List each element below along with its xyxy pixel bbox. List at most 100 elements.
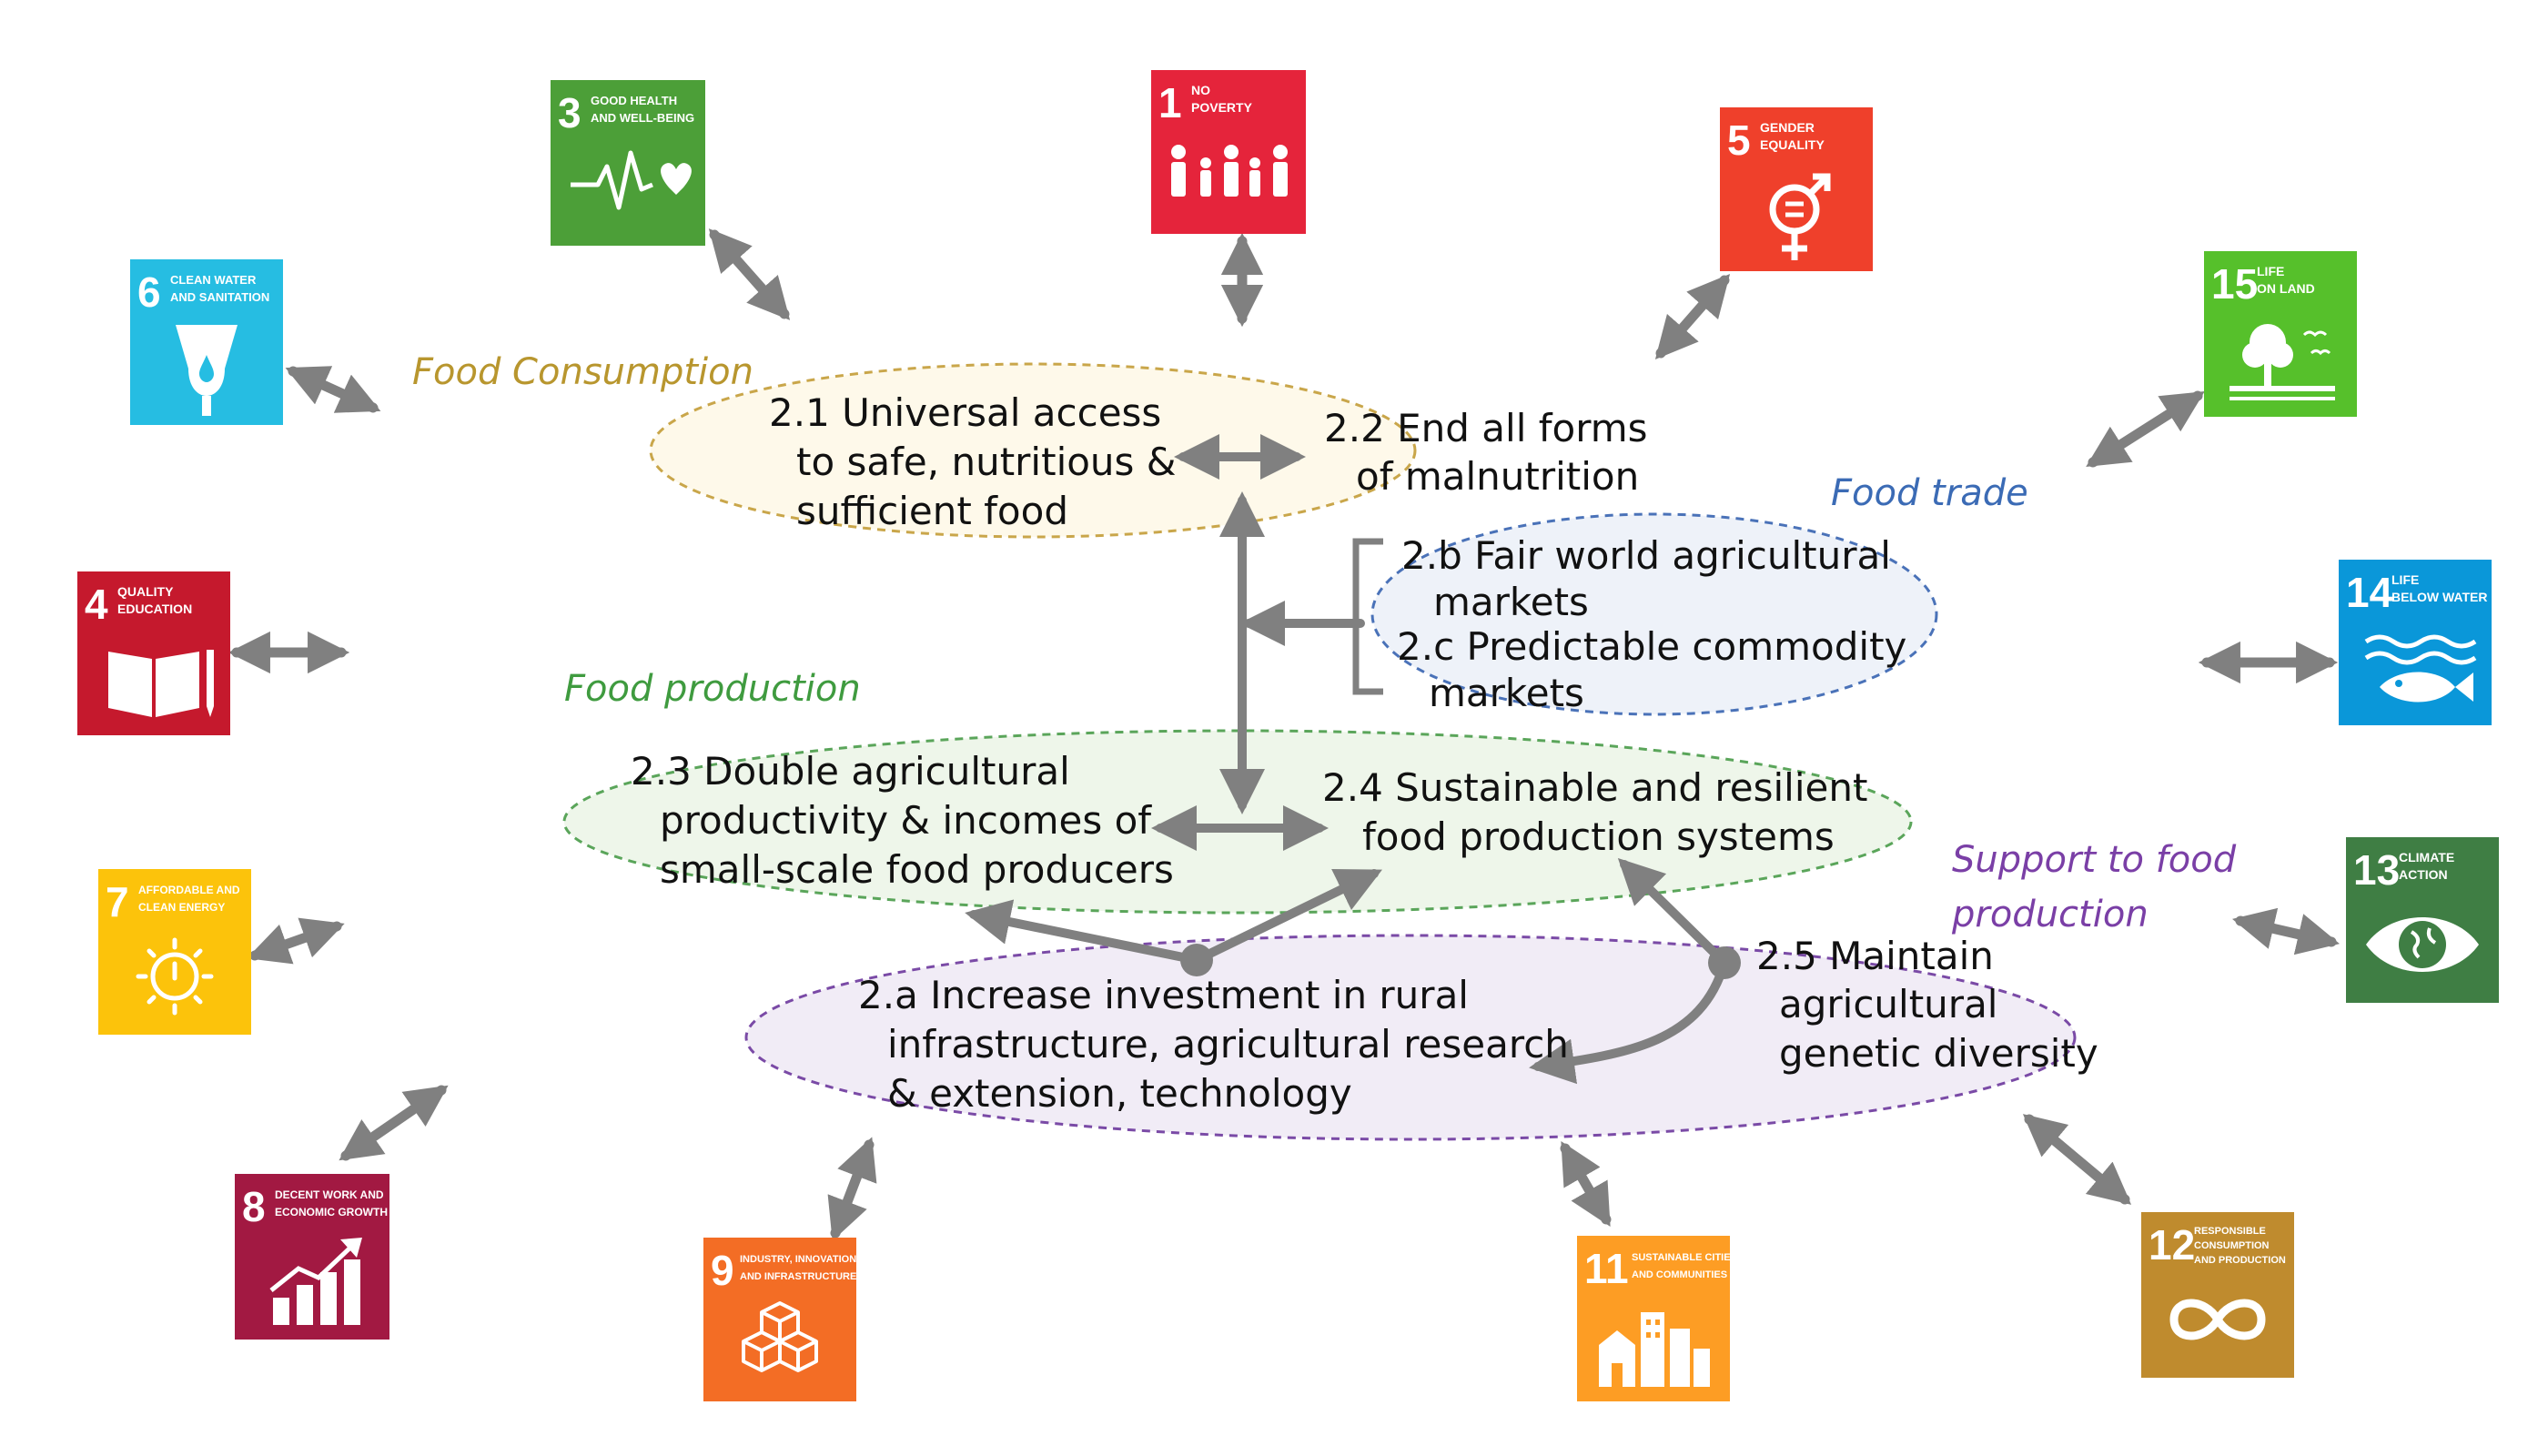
sdg5-tile: 5 GENDER EQUALITY bbox=[1720, 107, 1873, 271]
sdg8-label-line1: DECENT WORK AND bbox=[275, 1188, 384, 1201]
trade-bracket bbox=[1352, 538, 1383, 695]
eye-globe-icon bbox=[2366, 917, 2479, 972]
label-food-trade: Food trade bbox=[1831, 472, 2028, 514]
sdg14-tile: 14 LIFE BELOW WATER bbox=[2339, 560, 2492, 725]
sdg7-label-line2: CLEAN ENERGY bbox=[138, 901, 225, 914]
sdg3-tile: 3 GOOD HEALTH AND WELL-BEING bbox=[551, 80, 705, 246]
target-2-a-line2: infrastructure, agricultural research bbox=[887, 1022, 1569, 1067]
arrow-2-5-to-2a bbox=[1529, 958, 1729, 1085]
sdg8-label-line2: ECONOMIC GROWTH bbox=[275, 1206, 388, 1218]
node-2-5 bbox=[1708, 946, 1741, 979]
target-2-c-line2: markets bbox=[1429, 671, 1584, 715]
sdg7-label-line1: AFFORDABLE AND bbox=[138, 884, 240, 896]
sdg13-label-line1: CLIMATE bbox=[2399, 850, 2454, 864]
target-2-5: 2.5 Maintain agricultural genetic divers… bbox=[1756, 934, 2098, 1076]
sdg11-label-line2: AND COMMUNITIES bbox=[1632, 1269, 1727, 1280]
target-2-b: 2.b Fair world agricultural markets bbox=[1401, 533, 1891, 624]
target-2-4: 2.4 Sustainable and resilient food produ… bbox=[1322, 765, 1867, 859]
arrow-sdg9 bbox=[827, 1137, 877, 1241]
arrow-sdg12 bbox=[2022, 1114, 2132, 1205]
target-2-3-line3: small-scale food producers bbox=[660, 847, 1174, 892]
label-support-line1: Support to food bbox=[1952, 839, 2237, 881]
sdg3-label-line2: AND WELL-BEING bbox=[591, 111, 694, 125]
fish-icon bbox=[2364, 634, 2477, 703]
target-2-3: 2.3 Double agricultural productivity & i… bbox=[631, 749, 1174, 892]
sdg6-tile: 6 CLEAN WATER AND SANITATION bbox=[130, 259, 283, 425]
sdg15-number: 15 bbox=[2211, 260, 2258, 308]
target-2-2-line1: 2.2 End all forms bbox=[1324, 406, 1648, 450]
label-support-line2: production bbox=[1951, 894, 2149, 935]
sdg13-tile: 13 CLIMATE ACTION bbox=[2346, 837, 2499, 1003]
heartbeat-icon bbox=[571, 150, 692, 210]
sdg7-tile: 7 AFFORDABLE AND CLEAN ENERGY bbox=[98, 869, 251, 1035]
sdg12-label-line1: RESPONSIBLE bbox=[2194, 1226, 2266, 1237]
sdg4-tile: 4 QUALITY EDUCATION bbox=[77, 571, 230, 735]
sdg4-background bbox=[77, 571, 230, 735]
arrow-2a-to-2-4 bbox=[1192, 869, 1382, 965]
node-2a bbox=[1180, 944, 1213, 976]
arrow-2-5-to-2-4 bbox=[1617, 857, 1729, 967]
sdg9-label-line2: AND INFRASTRUCTURE bbox=[740, 1271, 856, 1282]
sdg15-label-line2: ON LAND bbox=[2257, 281, 2315, 296]
sdg6-label-line1: CLEAN WATER bbox=[170, 273, 257, 287]
sdg12-number: 12 bbox=[2149, 1221, 2195, 1269]
sdg6-number: 6 bbox=[137, 268, 161, 316]
growth-chart-icon bbox=[269, 1238, 362, 1325]
sdg5-label-line1: GENDER bbox=[1760, 120, 1815, 135]
sdg3-number: 3 bbox=[558, 89, 581, 136]
target-2-5-line3: genetic diversity bbox=[1779, 1031, 2098, 1076]
sdg8-tile: 8 DECENT WORK AND ECONOMIC GROWTH bbox=[235, 1174, 389, 1340]
internal-arrows bbox=[965, 434, 1729, 1085]
support-cluster bbox=[744, 934, 2077, 1141]
sdg4-label-line2: EDUCATION bbox=[117, 602, 192, 616]
arrow-sdg13 bbox=[2231, 907, 2341, 956]
target-2-c: 2.c Predictable commodity markets bbox=[1397, 624, 1906, 715]
sdg1-label-line2: POVERTY bbox=[1191, 100, 1253, 115]
tree-birds-icon bbox=[2230, 324, 2335, 400]
sdg7-number: 7 bbox=[106, 878, 129, 925]
sdg12-label-line2: CONSUMPTION bbox=[2194, 1240, 2270, 1251]
sdg14-label-line1: LIFE bbox=[2391, 572, 2419, 587]
target-2-4-line2: food production systems bbox=[1362, 814, 1835, 859]
sdg11-tile: 11 SUSTAINABLE CITIES AND COMMUNITIES bbox=[1577, 1236, 1737, 1401]
sdg5-number: 5 bbox=[1727, 116, 1751, 164]
sdg1-tile: 1 NO POVERTY bbox=[1151, 70, 1306, 234]
water-drop-icon bbox=[176, 325, 238, 416]
infinity-icon bbox=[2169, 1299, 2266, 1340]
sdg8-number: 8 bbox=[242, 1183, 266, 1230]
book-icon bbox=[108, 650, 214, 717]
target-2-2-line2: of malnutrition bbox=[1356, 454, 1639, 499]
target-2-2: 2.2 End all forms of malnutrition bbox=[1324, 406, 1648, 499]
sdg14-number: 14 bbox=[2346, 569, 2393, 616]
gender-icon bbox=[1769, 173, 1831, 260]
target-2-1-line1: 2.1 Universal access bbox=[769, 390, 1161, 435]
trade-cluster bbox=[1370, 512, 1938, 716]
target-2-1-line3: sufficient food bbox=[796, 489, 1068, 533]
sun-power-icon bbox=[136, 937, 214, 1016]
sdg13-label-line2: ACTION bbox=[2399, 867, 2448, 882]
target-2-4-line1: 2.4 Sustainable and resilient bbox=[1322, 765, 1867, 810]
target-2-a-line3: & extension, technology bbox=[887, 1071, 1352, 1116]
cubes-icon bbox=[742, 1301, 818, 1372]
sdg11-label-line1: SUSTAINABLE CITIES bbox=[1632, 1252, 1737, 1263]
sdg14-label-line2: BELOW WATER bbox=[2391, 590, 2488, 604]
sdg3-label-line1: GOOD HEALTH bbox=[591, 94, 677, 107]
target-2-5-line2: agricultural bbox=[1779, 982, 1997, 1026]
sdg9-number: 9 bbox=[711, 1247, 734, 1294]
target-2-c-line1: 2.c Predictable commodity bbox=[1397, 624, 1906, 669]
target-2-1-line2: to safe, nutritious & bbox=[796, 440, 1177, 484]
label-food-production: Food production bbox=[564, 668, 861, 710]
sdg1-label-line1: NO bbox=[1191, 83, 1210, 97]
sdg1-number: 1 bbox=[1158, 79, 1182, 126]
sdg15-tile: 15 LIFE ON LAND bbox=[2204, 251, 2357, 417]
sdg13-number: 13 bbox=[2353, 846, 2400, 894]
label-food-consumption: Food Consumption bbox=[412, 351, 753, 393]
target-2-3-line1: 2.3 Double agricultural bbox=[631, 749, 1070, 794]
sdg12-tile: 12 RESPONSIBLE CONSUMPTION AND PRODUCTIO… bbox=[2141, 1212, 2294, 1378]
target-2-3-line2: productivity & incomes of bbox=[660, 798, 1152, 843]
target-2-b-line1: 2.b Fair world agricultural bbox=[1401, 533, 1891, 578]
sdg11-number: 11 bbox=[1584, 1245, 1629, 1292]
sdg9-tile: 9 INDUSTRY, INNOVATION AND INFRASTRUCTUR… bbox=[703, 1238, 856, 1401]
arrow-sdg6 bbox=[285, 366, 381, 413]
